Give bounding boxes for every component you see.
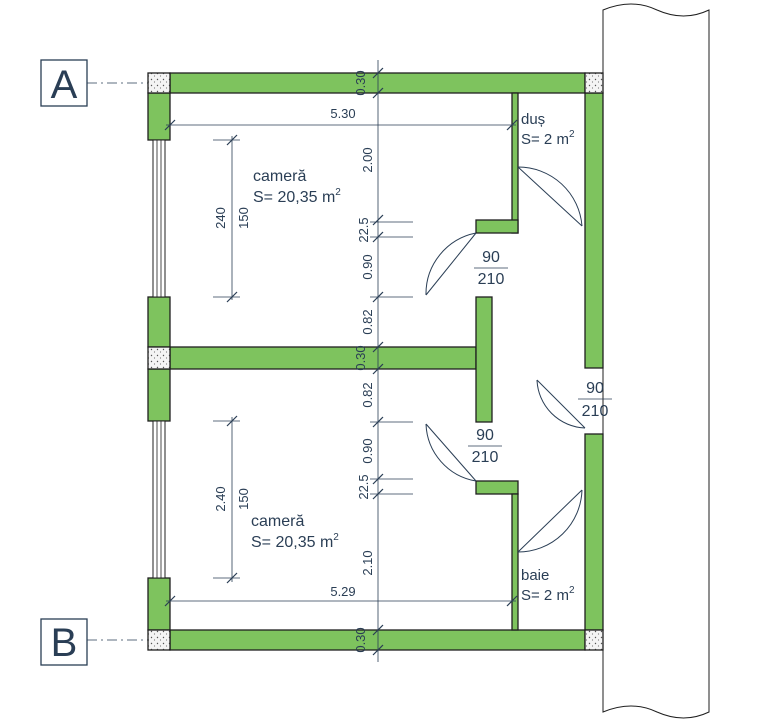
room-upper-name: cameră [253, 168, 306, 185]
axis-a-label: A [51, 63, 78, 107]
room-bath-area: S= 2 m2 [521, 585, 575, 604]
door-entrance [536, 379, 586, 429]
door-lower-room [425, 423, 477, 482]
dim-lower-jamb: 22.5 [356, 474, 371, 499]
room-lower-name: cameră [251, 513, 304, 530]
window-dimension-lower [213, 415, 240, 584]
wall-right-upper [584, 92, 604, 369]
column-top-left [147, 72, 171, 94]
wall-partition-lower [511, 493, 519, 631]
window-upper-width: 240 [213, 207, 228, 229]
dim-lower-gap: 0.82 [360, 382, 375, 407]
column-top-right [584, 72, 604, 94]
vertical-dimension-chain [370, 60, 413, 662]
wall-left-2 [147, 296, 171, 348]
dim-wall-top: 0.30 [353, 70, 368, 95]
wall-top [169, 72, 586, 94]
window-lower [152, 420, 166, 579]
window-dimension-upper [213, 134, 240, 303]
column-bottom-left [147, 629, 171, 651]
window-lower-height: 150 [236, 488, 251, 510]
room-lower-area: S= 20,35 m2 [251, 532, 339, 551]
door-bath [517, 489, 583, 553]
adjacent-building [602, 3, 710, 719]
dim-upper-room: 2.00 [360, 147, 375, 172]
dim-upper-jamb: 22.5 [356, 217, 371, 242]
dim-wall-bottom: 0.30 [353, 627, 368, 652]
wall-bottom [169, 629, 586, 651]
axis-b: B [40, 618, 600, 666]
wall-left-1 [147, 92, 171, 141]
door-entrance-width: 90 [586, 380, 604, 397]
column-mid-left [147, 346, 171, 370]
room-upper-area: S= 20,35 m2 [253, 187, 341, 206]
room-shower-area: S= 2 m2 [521, 129, 575, 148]
walls [147, 72, 604, 651]
dim-width-top: 5.30 [330, 106, 355, 121]
wall-middle [169, 346, 477, 370]
window-lower-width: 2.40 [213, 486, 228, 511]
door-upper-height: 210 [478, 271, 505, 288]
wall-partition-mid [475, 296, 493, 423]
dim-wall-middle: 0.30 [353, 345, 368, 370]
door-lower-height: 210 [472, 449, 499, 466]
axis-a: A [40, 59, 600, 107]
window-upper-height: 150 [236, 207, 251, 229]
wall-jamb-upper [475, 219, 519, 234]
door-entrance-height: 210 [582, 403, 609, 420]
room-shower-name: duș [521, 111, 545, 128]
dim-upper-gap: 0.82 [360, 309, 375, 334]
wall-left-3 [147, 368, 171, 422]
dim-lower-door: 0.90 [360, 438, 375, 463]
column-bottom-right [584, 629, 604, 651]
horizontal-dimension-bottom [164, 595, 518, 607]
wall-right-lower [584, 433, 604, 631]
door-upper-width: 90 [482, 249, 500, 266]
door-shower [517, 166, 583, 227]
wall-partition-upper [511, 92, 519, 234]
room-bath-name: baie [521, 567, 549, 584]
window-upper [152, 139, 166, 298]
dim-upper-door: 0.90 [360, 254, 375, 279]
dim-width-bottom: 5.29 [330, 584, 355, 599]
door-lower-width: 90 [476, 427, 494, 444]
door-upper-room [425, 232, 477, 296]
dim-lower-room: 2.10 [360, 550, 375, 575]
axis-b-label: B [51, 621, 78, 665]
horizontal-dimension-top [164, 119, 518, 131]
wall-jamb-lower [475, 480, 519, 495]
